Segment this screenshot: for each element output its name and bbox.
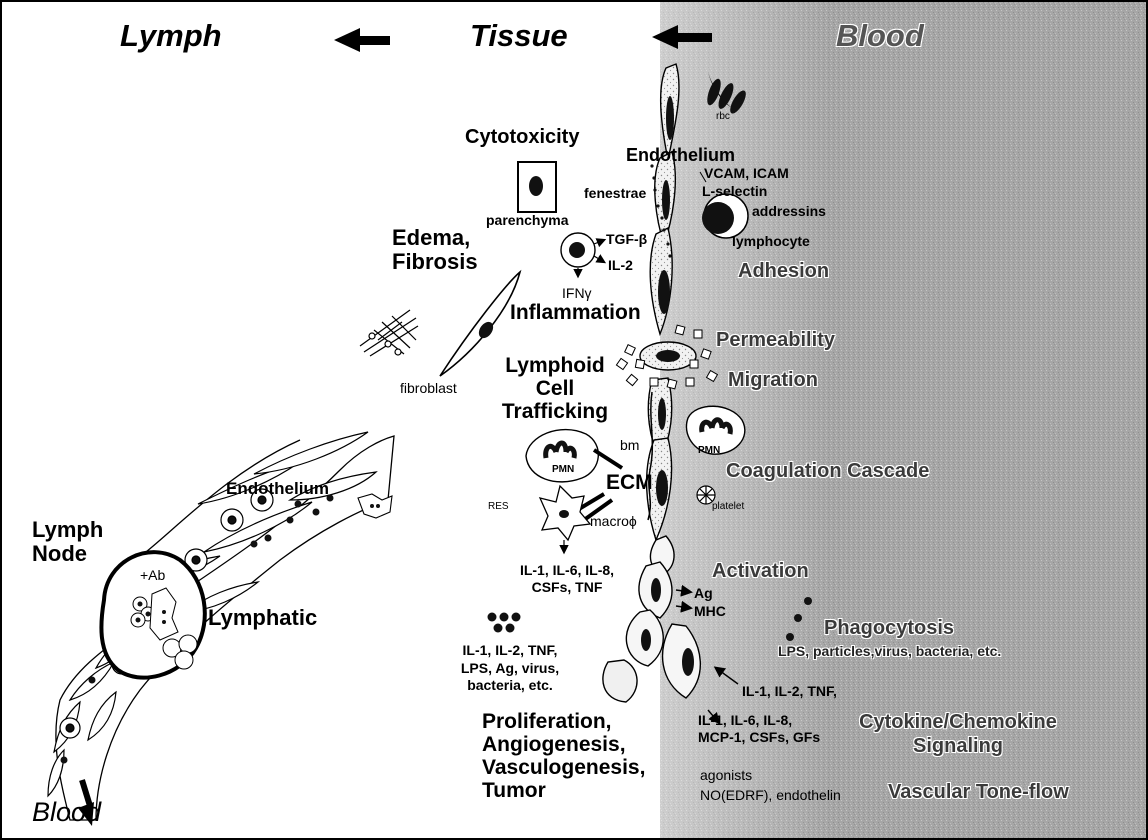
addressins-label: addressins	[752, 204, 826, 219]
lymphoid-trafficking-label: Lymphoid Cell Trafficking	[490, 354, 620, 423]
parenchyma-cell-icon	[518, 162, 556, 212]
plus-ab-label: +Ab	[140, 568, 165, 583]
lymph-node-label: Lymph Node	[32, 518, 103, 566]
proliferation-label: Proliferation, Angiogenesis, Vasculogene…	[482, 710, 645, 802]
ag-label: Ag	[694, 586, 713, 601]
agonists-label: agonists	[700, 768, 752, 783]
lps-particles-label: LPS, particles,virus, bacteria, etc.	[778, 644, 1001, 659]
collagen-fibers-icon	[360, 310, 418, 356]
macrophage-icon	[540, 486, 590, 552]
vcam-icam-label: VCAM, ICAM	[704, 166, 789, 181]
ifn-gamma-label: IFNγ	[562, 286, 592, 301]
blood-header: Blood	[836, 20, 924, 53]
il-list-3-label: IL-1, IL-2, TNF,	[742, 684, 837, 699]
endothelium-left-label: Endothelium	[226, 480, 329, 498]
il-list-1-label: IL-1, IL-6, IL-8, CSFs, TNF	[500, 562, 634, 596]
inflammation-label: Inflammation	[510, 302, 641, 324]
l-selectin-label: L-selectin	[702, 184, 767, 199]
il-list-2-label: IL-1, IL-2, TNF, LPS, Ag, virus, bacteri…	[448, 642, 572, 695]
tgf-beta-label: TGF-β	[606, 232, 647, 247]
rbc-label: rbc	[716, 112, 730, 123]
migration-label: Migration	[728, 370, 818, 391]
pmn-left-label: PMN	[552, 465, 574, 476]
activation-label: Activation	[712, 561, 809, 582]
endothelium-top-label: Endothelium	[626, 146, 735, 165]
fibroblast-label: fibroblast	[400, 381, 457, 396]
secreting-lymphocyte-icon	[561, 233, 604, 276]
vascular-tone-label: Vascular Tone-flow	[888, 782, 1069, 803]
arrow-left-icon	[334, 28, 390, 52]
macrophage-label: macroϕ	[590, 514, 637, 529]
platelet-label: platelet	[712, 502, 744, 513]
coagulation-cascade-label: Coagulation Cascade	[726, 461, 929, 482]
no-edrf-label: NO(EDRF), endothelin	[700, 788, 841, 803]
cytotoxicity-label: Cytotoxicity	[465, 127, 579, 148]
il2-label: IL-2	[608, 258, 633, 273]
tissue-header: Tissue	[470, 20, 568, 53]
mhc-label: MHC	[694, 604, 726, 619]
migrating-cell-icon	[358, 494, 392, 518]
phagocytosis-label: Phagocytosis	[824, 618, 954, 639]
res-label: RES	[488, 502, 509, 513]
pmn-right-label: PMN	[698, 446, 720, 457]
permeability-label: Permeability	[716, 330, 835, 351]
il-list-4-label: IL-1, IL-6, IL-8, MCP-1, CSFs, GFs	[698, 712, 820, 746]
lymphocyte-label: lymphocyte	[732, 234, 810, 249]
parenchyma-label: parenchyma	[486, 213, 568, 228]
lymphatic-label: Lymphatic	[208, 606, 317, 629]
cytokine-signaling-label: Cytokine/Chemokine Signaling	[858, 710, 1058, 758]
bm-label: bm	[620, 438, 639, 453]
stimulus-particles	[488, 613, 521, 633]
ecm-label: ECM	[606, 472, 653, 494]
fenestrae-label: fenestrae	[584, 186, 646, 201]
adhesion-label: Adhesion	[738, 261, 829, 282]
lymph-header: Lymph	[120, 20, 222, 53]
edema-fibrosis-label: Edema, Fibrosis	[392, 226, 478, 274]
blood-bottom-label: Blood	[32, 798, 101, 826]
